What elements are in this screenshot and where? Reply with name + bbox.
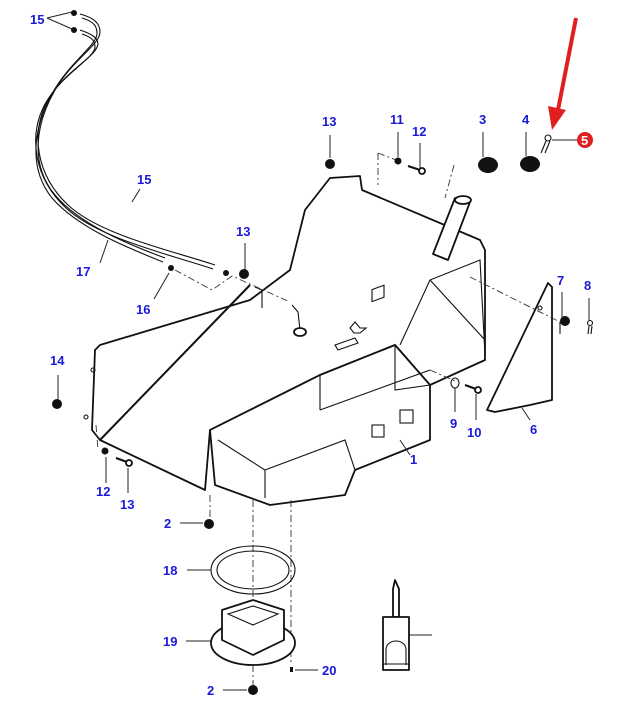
nut-2-upper	[204, 519, 214, 529]
side-panel	[486, 282, 553, 413]
label-9: 9	[450, 416, 457, 431]
fastener-7-shape	[560, 316, 570, 326]
nut-11-left	[101, 447, 109, 455]
label-18: 19	[163, 634, 177, 649]
label-16: 17	[76, 264, 90, 279]
bolt-10-shape	[474, 386, 482, 394]
flange	[210, 599, 296, 666]
cap-4-shape	[520, 156, 540, 172]
label-7: 7	[557, 273, 564, 288]
hardware	[52, 134, 594, 695]
tank-body	[83, 175, 486, 506]
hose-end-connector	[168, 265, 174, 271]
callout-labels: 15 15 17 16 13 13 11 12 3 4 5 7 8 9 10 6…	[30, 12, 593, 698]
bolt-12-top	[418, 167, 426, 175]
label-2-upper: 2	[164, 516, 171, 531]
hose-end-top-dot	[71, 10, 77, 16]
label-1: 1	[410, 452, 417, 467]
leader-lines	[46, 11, 590, 691]
hose-end-bottom-dot	[71, 27, 77, 33]
label-17: 18	[163, 563, 177, 578]
label-19: 20	[322, 663, 336, 678]
nut-13-side	[52, 399, 62, 409]
label-13-top: 13	[322, 114, 336, 129]
label-12-top: 12	[412, 124, 426, 139]
label-2-lower: 2	[207, 683, 214, 698]
label-13-side: 14	[50, 353, 65, 368]
label-5: 5	[581, 133, 588, 148]
label-11-left: 12	[96, 484, 110, 499]
label-6: 6	[530, 422, 537, 437]
clip-8-shape	[586, 319, 594, 327]
cap-3-shape	[478, 157, 498, 173]
hose-assembly	[35, 10, 229, 276]
label-10: 10	[467, 425, 481, 440]
washer-9-shape	[450, 377, 460, 389]
nut-11-top	[394, 157, 402, 165]
nut-2-lower	[248, 685, 258, 695]
label-15-top: 15	[30, 12, 44, 27]
sealant-tube	[382, 579, 410, 671]
label-3: 3	[479, 112, 486, 127]
clip-5-shape	[544, 134, 552, 142]
label-4: 4	[522, 112, 530, 127]
label-15-bottom: 16	[136, 302, 150, 317]
nut-13-top	[325, 159, 335, 169]
screw-19-shape	[290, 667, 293, 672]
highlight-badge	[577, 132, 593, 148]
bolt-12-left	[125, 459, 133, 467]
nut-13-mid	[239, 269, 249, 279]
highlight-arrow	[548, 17, 578, 130]
label-12-left: 13	[120, 497, 134, 512]
label-8: 8	[584, 278, 591, 293]
hose-end-connector-2	[223, 270, 229, 276]
label-11-top: 11	[390, 112, 404, 127]
label-14: 15	[137, 172, 151, 187]
label-13-mid: 13	[236, 224, 250, 239]
